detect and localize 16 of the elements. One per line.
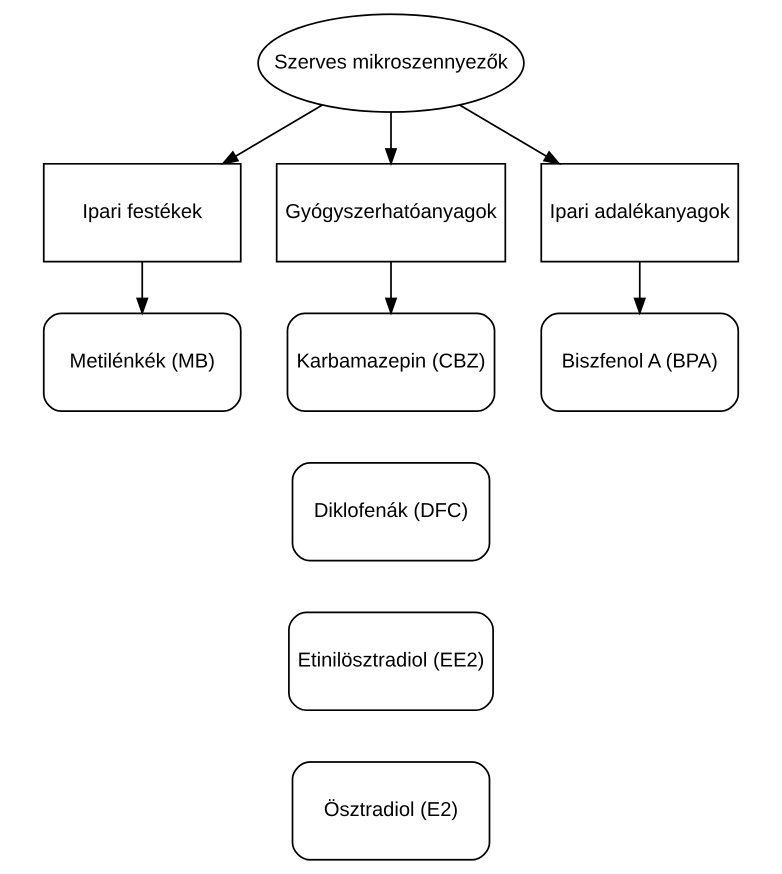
arrow bbox=[634, 262, 646, 316]
node-box: Karbamazepin (CBZ) bbox=[286, 312, 496, 412]
node-box: Gyógyszerhatóanyagok bbox=[276, 162, 506, 262]
arrow bbox=[220, 104, 323, 165]
node-ellipse: Szerves mikroszennyezők bbox=[257, 13, 525, 113]
node-box: Diklofenák (DFC) bbox=[292, 462, 490, 562]
node-box: Biszfenol A (BPA) bbox=[540, 312, 740, 412]
arrow bbox=[384, 112, 398, 166]
node-box: Ösztradiol (E2) bbox=[292, 761, 490, 861]
node-box: Ipari festékek bbox=[42, 162, 242, 262]
node-box: Ipari adalékanyagok bbox=[540, 162, 740, 262]
arrow bbox=[459, 104, 562, 165]
node-box: Metilénkék (MB) bbox=[42, 312, 242, 412]
arrow bbox=[136, 262, 148, 316]
arrow bbox=[384, 262, 398, 316]
node-box: Etinilösztradiol (EE2) bbox=[288, 612, 494, 712]
